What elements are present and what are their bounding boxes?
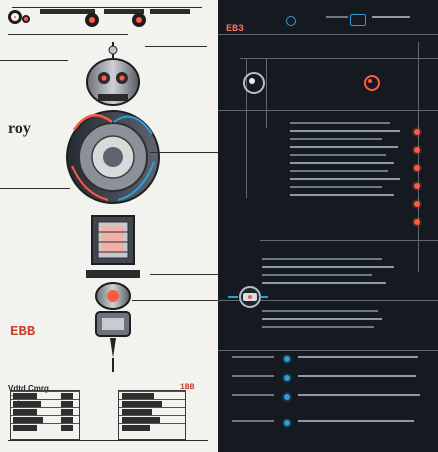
left-mark: roy xyxy=(8,118,31,138)
left-mark-text: roy xyxy=(8,120,31,137)
robot-icon xyxy=(66,42,160,372)
marker-dot xyxy=(414,201,420,207)
text-line xyxy=(290,122,390,124)
top-label-bar-2 xyxy=(104,9,144,14)
status-ring-icon xyxy=(364,75,380,91)
target-icon xyxy=(243,72,265,94)
text-line xyxy=(262,266,394,268)
wave-icon xyxy=(286,16,296,26)
target-icon-core xyxy=(249,78,255,84)
text-line xyxy=(232,394,274,396)
left-code-block: EBB xyxy=(10,320,35,340)
text-line xyxy=(290,138,382,140)
upper-rule xyxy=(8,34,128,35)
right-table xyxy=(118,390,186,440)
device-icon xyxy=(350,14,366,26)
right-vertical-rule xyxy=(246,58,247,198)
left-panel: roy EBB Vdtd Cmrg Dep 1BB xyxy=(0,0,218,452)
text-line xyxy=(290,162,394,164)
right-rule xyxy=(218,110,438,111)
marker-dot xyxy=(414,219,420,225)
left-table-row xyxy=(11,391,79,400)
left-table-row xyxy=(11,399,79,408)
right-rule xyxy=(218,350,438,351)
text-line xyxy=(262,274,372,276)
top-rule xyxy=(12,7,202,8)
text-line xyxy=(262,318,382,320)
top-circle-1 xyxy=(22,15,46,23)
top-right-line xyxy=(326,16,348,18)
left-table xyxy=(10,390,80,440)
top-circle-2-core xyxy=(89,17,95,23)
device-panel-icon xyxy=(228,284,268,310)
upper-rule-right xyxy=(145,46,207,47)
right-vertical-rule xyxy=(266,58,267,128)
marker-dot xyxy=(414,165,420,171)
marker-dot xyxy=(414,129,420,135)
text-line xyxy=(232,420,274,422)
right-rule xyxy=(240,58,438,59)
text-line xyxy=(262,258,382,260)
bottom-title: Vdtd Cmrg xyxy=(8,384,49,393)
left-table-row xyxy=(11,415,79,424)
text-line xyxy=(262,310,378,312)
text-line xyxy=(290,178,400,180)
marker-dot-blue xyxy=(284,375,290,381)
right-circuit-line xyxy=(132,300,218,301)
right-code: EB3 xyxy=(226,24,245,35)
right-panel: EB3 xyxy=(218,0,438,452)
text-line xyxy=(232,375,274,377)
text-line xyxy=(290,130,400,132)
text-line xyxy=(290,194,394,196)
top-label-bar-3 xyxy=(150,9,190,14)
right-table-row xyxy=(119,407,185,416)
marker-dot-blue xyxy=(284,394,290,400)
marker-dot xyxy=(414,183,420,189)
top-label-bar-1 xyxy=(40,9,95,14)
text-line xyxy=(262,326,374,328)
left-circuit-line xyxy=(0,188,70,189)
bottom-right-code-block: 1BB xyxy=(180,374,194,393)
right-rule xyxy=(260,240,438,241)
marker-dot xyxy=(414,147,420,153)
text-line xyxy=(290,146,398,148)
top-right-line xyxy=(372,16,410,18)
right-table-row xyxy=(119,391,185,400)
robot-drawing xyxy=(64,42,162,372)
text-line xyxy=(298,356,418,358)
text-line xyxy=(298,375,416,377)
left-code: EBB xyxy=(10,324,36,340)
right-table-row xyxy=(119,423,185,432)
top-circle-3-core xyxy=(136,17,142,23)
left-table-row xyxy=(11,407,79,416)
right-vertical-rule xyxy=(418,42,419,272)
marker-dot-blue xyxy=(284,420,290,426)
right-code-block: EB3 xyxy=(226,16,244,35)
text-line xyxy=(298,420,414,422)
marker-dot-blue xyxy=(284,356,290,362)
text-line xyxy=(290,170,388,172)
status-ring-core xyxy=(368,79,372,83)
bottom-right-code: 1BB xyxy=(180,383,195,392)
right-circuit-line xyxy=(150,274,218,275)
right-rule xyxy=(218,300,438,301)
text-line xyxy=(262,282,386,284)
text-line xyxy=(290,186,382,188)
bottom-left-title-block: Vdtd Cmrg xyxy=(8,376,49,395)
right-top-rule xyxy=(218,34,438,35)
left-circuit-line xyxy=(0,60,68,61)
bottom-rule xyxy=(8,440,208,441)
text-line xyxy=(298,394,420,396)
left-table-row xyxy=(11,423,79,432)
right-table-row xyxy=(119,399,185,408)
text-line xyxy=(290,154,386,156)
top-left-badge xyxy=(8,10,38,24)
right-table-row xyxy=(119,415,185,424)
right-circuit-line xyxy=(150,152,218,153)
text-line xyxy=(232,356,274,358)
